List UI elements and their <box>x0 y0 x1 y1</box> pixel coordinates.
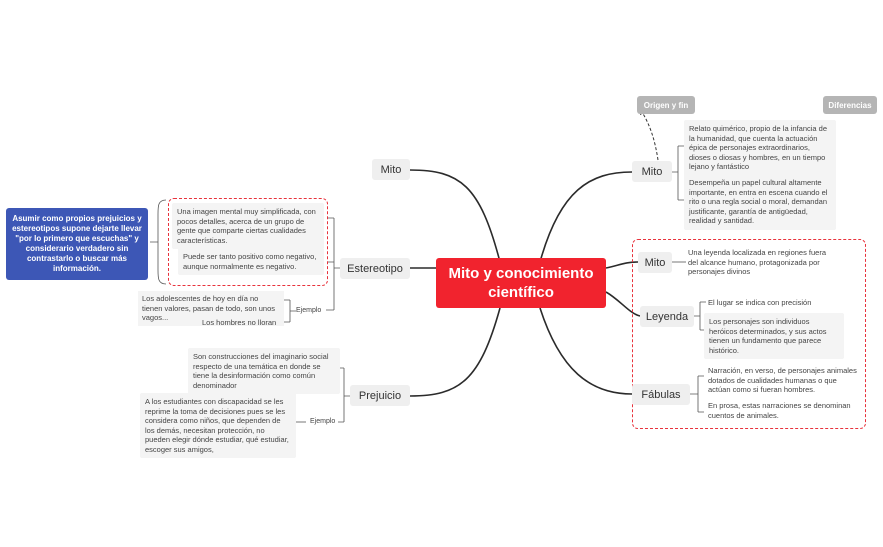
right-dashed-frame <box>632 239 866 429</box>
topic-mito-left[interactable]: Mito <box>372 159 410 180</box>
leyenda-note-1: El lugar se indica con precisión <box>708 298 812 307</box>
mito-note-2: Desempeña un papel cultural altamente im… <box>684 174 836 230</box>
topic-estereotipo[interactable]: Estereotipo <box>340 258 410 279</box>
fabulas-note-2: En prosa, estas narraciones se denominan… <box>708 401 851 420</box>
summary-box[interactable]: Asumir como propios prejuicios y estereo… <box>6 208 148 280</box>
central-topic[interactable]: Mito y conocimiento científico <box>436 258 606 308</box>
topic-mito-diferencias[interactable]: Mito <box>638 252 672 273</box>
topic-mito-right[interactable]: Mito <box>632 161 672 182</box>
estereotipo-ejemplo-label: Ejemplo <box>296 307 322 314</box>
mito-diferencias-note: Una leyenda localizada en regiones fuera… <box>688 248 827 276</box>
prejuicio-example: A los estudiantes con discapacidad se le… <box>140 393 296 458</box>
topic-prejuicio[interactable]: Prejuicio <box>350 385 410 406</box>
tag-origen-y-fin[interactable]: Origen y fin <box>637 96 695 114</box>
topic-fabulas[interactable]: Fábulas <box>632 384 690 405</box>
estereotipo-dashed-frame <box>168 198 328 286</box>
estereotipo-example-2: Los hombres no lloran <box>202 318 277 327</box>
topic-leyenda[interactable]: Leyenda <box>640 306 694 327</box>
tag-diferencias[interactable]: Diferencias <box>823 96 877 114</box>
fabulas-note-1: Narración, en verso, de personajes anima… <box>708 366 857 394</box>
prejuicio-ejemplo-label: Ejemplo <box>310 418 336 425</box>
prejuicio-definition: Son construcciones del imaginario social… <box>188 348 340 394</box>
estereotipo-definition-2: Puede ser tanto positivo como negativo, … <box>178 248 324 275</box>
estereotipo-definition: Una imagen mental muy simplificada, con … <box>172 203 324 249</box>
mito-note-1: Relato quimérico, propio de la infancia … <box>684 120 836 176</box>
estereotipo-example-1: Los adolescentes de hoy en día no tienen… <box>138 291 284 326</box>
leyenda-note-2: Los personajes son individuos heróicos d… <box>704 313 844 359</box>
